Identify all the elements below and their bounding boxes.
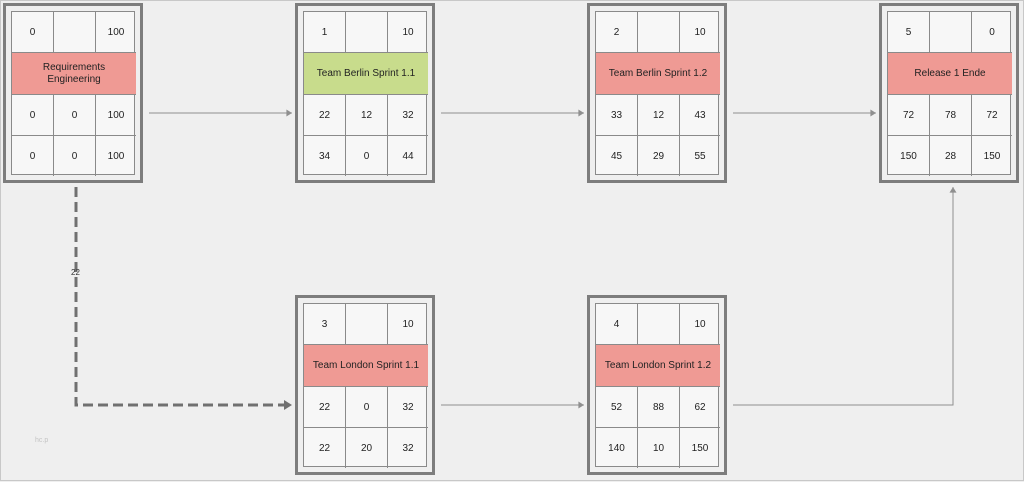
free-float-cell: 0 xyxy=(346,136,388,176)
total-float-cell: 78 xyxy=(930,95,972,136)
latest-finish-cell: 32 xyxy=(402,442,414,454)
total-float-cell: 0 xyxy=(54,95,96,136)
arrowhead-icon xyxy=(949,187,957,193)
task-name: Release 1 Ende xyxy=(888,53,1012,95)
latest-start-cell: 22 xyxy=(304,428,346,468)
blank-cell xyxy=(638,304,680,345)
earliest-finish-cell: 100 xyxy=(96,95,136,136)
earliest-finish-cell: 43 xyxy=(680,95,720,136)
duration-cell: 10 xyxy=(680,304,720,345)
latest-start-cell: 22 xyxy=(304,95,346,136)
earliest-finish-cell: 32 xyxy=(388,387,428,428)
latest-start-cell: 33 xyxy=(596,95,638,136)
blank-cell xyxy=(346,304,388,345)
earliest-finish-cell: 72 xyxy=(972,95,1012,136)
edge-requirements-engineering-to-team-london-sprint-1-1 xyxy=(74,187,292,407)
task-name: Team Berlin Sprint 1.2 xyxy=(596,53,720,95)
latest-start-cell: 72 xyxy=(888,95,930,136)
latest-start-cell: 150 xyxy=(888,136,930,176)
total-float-cell: 12 xyxy=(638,95,680,136)
arrowhead-icon xyxy=(578,401,584,409)
latest-finish-cell: 44 xyxy=(402,150,414,162)
duration-cell: 100 xyxy=(96,12,136,53)
total-float-cell: 12 xyxy=(346,95,388,136)
duration-cell: 10 xyxy=(388,304,428,345)
earliest-start-cell: 4 xyxy=(596,304,638,345)
earliest-finish-cell: 62 xyxy=(680,387,720,428)
latest-start-cell: 0 xyxy=(12,95,54,136)
free-float-cell: 28 xyxy=(930,136,972,176)
free-float-cell: 0 xyxy=(54,136,96,176)
latest-start-cell: 0 xyxy=(12,136,54,176)
earliest-start-cell: 3 xyxy=(304,304,346,345)
free-float-cell: 20 xyxy=(346,428,388,468)
blank-cell xyxy=(930,12,972,53)
arrowhead-icon xyxy=(870,109,876,117)
task-name: Requirements Engineering xyxy=(12,53,136,95)
earliest-start-cell: 1 xyxy=(304,12,346,53)
edge-team-london-sprint-1-2-to-release-1-ende xyxy=(733,187,954,406)
earliest-finish-cell: 32 xyxy=(388,95,428,136)
earliest-start-cell: 0 xyxy=(12,12,54,53)
free-float-cell: 10 xyxy=(638,428,680,468)
task-name: Team Berlin Sprint 1.1 xyxy=(304,53,428,95)
latest-start-cell: 140 xyxy=(596,428,638,468)
latest-start-cell: 52 xyxy=(596,387,638,428)
latest-finish-cell: 150 xyxy=(691,442,709,454)
earliest-start-cell: 5 xyxy=(888,12,930,53)
total-float-cell: 88 xyxy=(638,387,680,428)
duration-cell: 0 xyxy=(972,12,1012,53)
latest-start-cell: 45 xyxy=(596,136,638,176)
task-name: Team London Sprint 1.1 xyxy=(304,345,428,387)
dashed-edge-label: 22 xyxy=(71,268,80,277)
watermark: hc.p xyxy=(35,437,49,444)
duration-cell: 10 xyxy=(388,12,428,53)
task-name: Team London Sprint 1.2 xyxy=(596,345,720,387)
duration-cell: 10 xyxy=(680,12,720,53)
blank-cell xyxy=(54,12,96,53)
total-float-cell: 0 xyxy=(346,387,388,428)
arrowhead-icon xyxy=(286,109,292,117)
free-float-cell: 29 xyxy=(638,136,680,176)
arrowhead-icon xyxy=(578,109,584,117)
arrowhead-icon xyxy=(284,400,292,410)
latest-start-cell: 22 xyxy=(304,387,346,428)
latest-start-cell: 34 xyxy=(304,136,346,176)
latest-finish-cell: 55 xyxy=(694,150,706,162)
blank-cell xyxy=(346,12,388,53)
latest-finish-cell: 100 xyxy=(107,150,125,162)
blank-cell xyxy=(638,12,680,53)
latest-finish-cell: 150 xyxy=(983,150,1001,162)
earliest-start-cell: 2 xyxy=(596,12,638,53)
